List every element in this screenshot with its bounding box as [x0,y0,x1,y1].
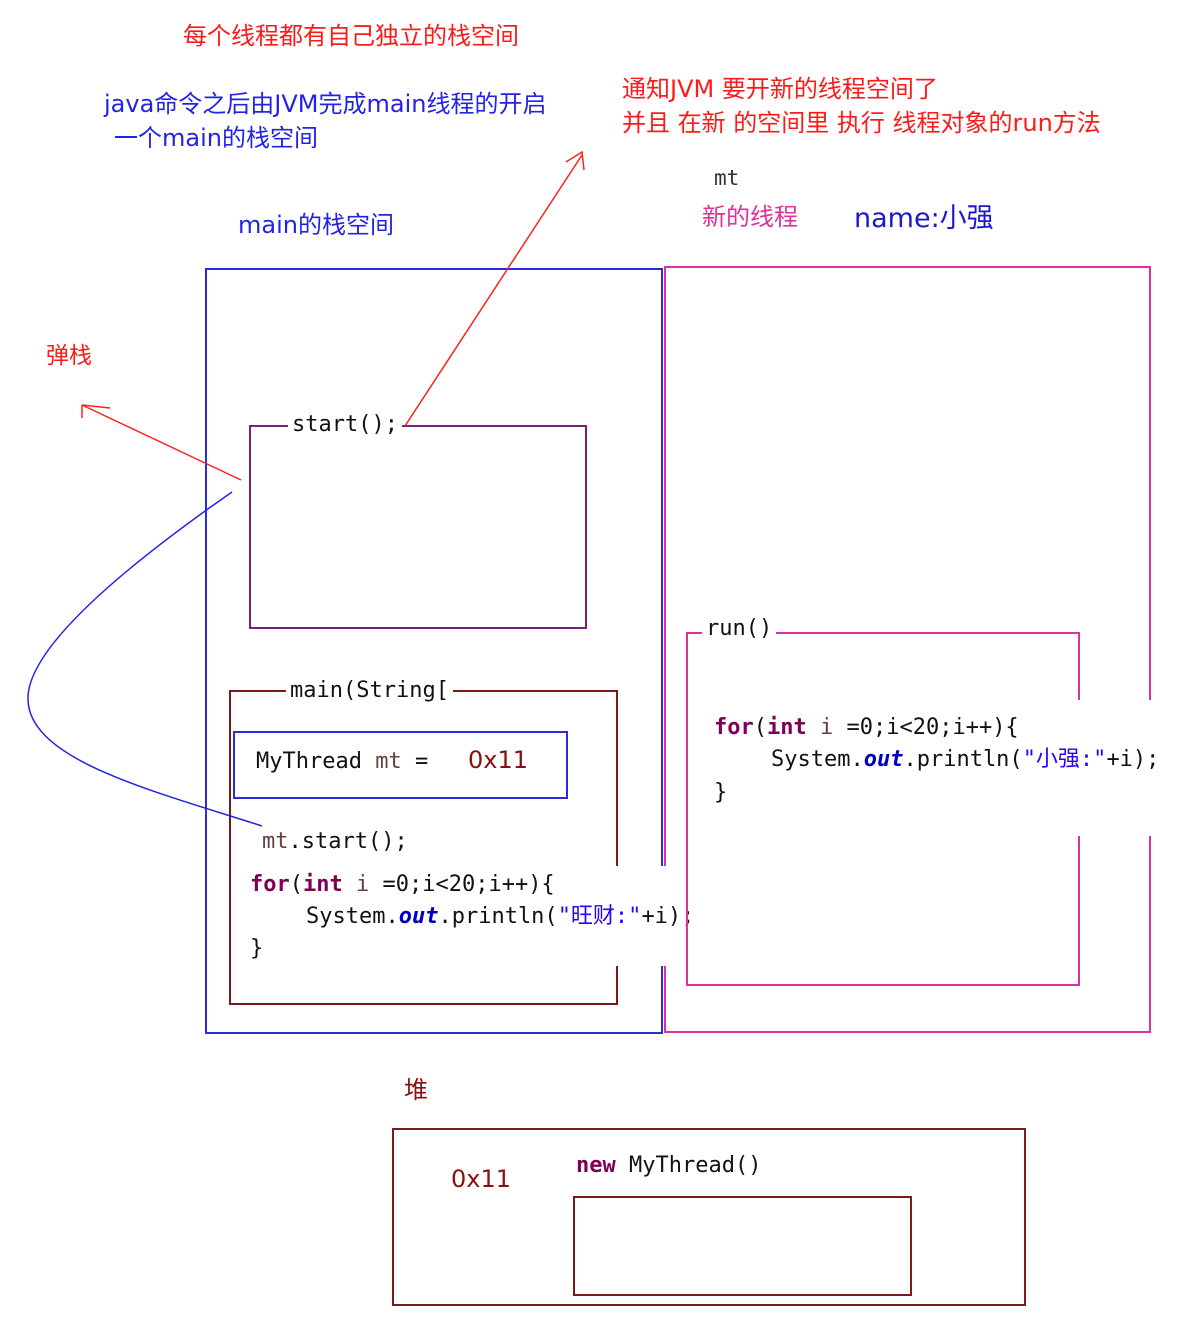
own-stack-note: 每个线程都有自己独立的栈空间 [183,22,519,50]
mt-address-value: 0x11 [468,746,529,774]
java-cmd-note-line1: java命令之后由JVM完成main线程的开启 [104,90,547,118]
system-text: System. [306,904,399,929]
heap-label: 堆 [404,1076,428,1104]
main-loop-close: } [250,936,264,961]
new-thread-stack-box [664,266,1151,1033]
heap-new-object: new MyThread() [576,1155,761,1177]
pop-stack-arrowhead [81,404,111,418]
int-keyword: int [767,715,807,740]
new-keyword: new [576,1153,616,1178]
thread-name-label: name:小强 [854,203,994,234]
for-keyword: for [250,872,290,897]
heap-box [392,1128,1026,1306]
main-loop-backdrop [244,866,744,966]
run-for-line: for(int i =0;i<20;i++){ [714,717,1019,739]
main-for-line: for(int i =0;i<20;i++){ [250,874,555,896]
start-frame-box [249,425,587,629]
loop-var: i [356,872,370,897]
decl-type: MyThread [256,749,362,774]
for-open: ( [289,872,303,897]
new-class: MyThread() [629,1153,762,1178]
println-text: .println( [438,904,558,929]
for-rest: =0;i<20;i++){ [369,872,555,897]
start-call-curve [27,491,263,827]
java-cmd-note-line2: 一个main的栈空间 [114,124,318,152]
notify-jvm-note-line2: 并且 在新 的空间里 执行 线程对象的run方法 [622,109,1101,137]
main-stack-box [205,268,663,1034]
run-println-line: System.out.println("小强:"+i); [771,749,1159,771]
call-var: mt [262,829,289,854]
println-string: "旺财:" [557,904,642,929]
out-field: out [863,747,904,772]
out-field: out [398,904,439,929]
println-tail: +i); [1106,747,1160,772]
new-thread-label: 新的线程 [702,203,798,231]
run-method-label: run() [702,618,777,640]
decl-var: mt [375,749,402,774]
main-stack-label: main的栈空间 [238,211,394,239]
for-keyword: for [714,715,754,740]
pop-stack-arrow [81,404,242,481]
mt-declaration: MyThread mt = [256,751,428,773]
main-println-line: System.out.println("旺财:"+i); [306,906,694,928]
call-rest: .start(); [288,829,408,854]
for-open: ( [753,715,767,740]
loop-var: i [820,715,834,740]
run-loop-backdrop [700,700,1196,836]
pop-stack-label: 弹栈 [46,343,92,369]
notify-jvm-arrow [404,154,583,427]
heap-object-box [573,1196,912,1296]
int-keyword: int [303,872,343,897]
system-text: System. [771,747,864,772]
println-string: "小强:" [1022,747,1107,772]
mt-start-call: mt.start(); [262,831,408,853]
main-signature-label: main(String[ [286,680,453,702]
notify-jvm-note-line1: 通知JVM 要开新的线程空间了 [622,75,938,103]
mt-reference-box [233,731,568,799]
heap-address-label: 0x11 [451,1165,512,1193]
println-tail: +i); [641,904,695,929]
run-loop-close: } [714,780,728,805]
start-call-label: start(); [288,414,402,436]
decl-eq: = [414,749,429,774]
println-text: .println( [903,747,1023,772]
mt-label: mt [714,166,740,190]
for-rest: =0;i<20;i++){ [833,715,1019,740]
notify-jvm-arrowhead [565,150,585,171]
